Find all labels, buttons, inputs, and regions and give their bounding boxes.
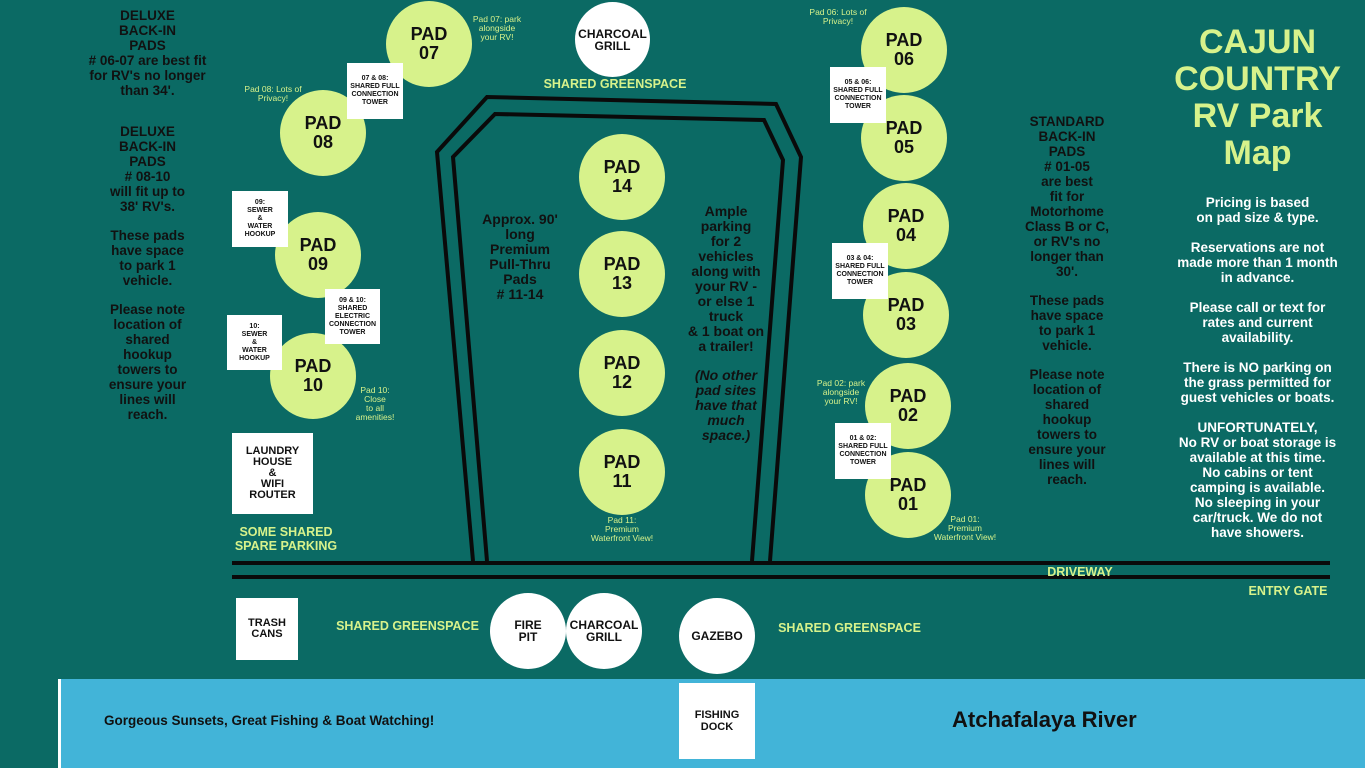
pad-06[interactable]: PAD 06	[861, 7, 947, 93]
charcoal-grill-top: CHARCOAL GRILL	[575, 2, 650, 77]
tower-05-06: 05 & 06: SHARED FULL CONNECTION TOWER	[830, 67, 886, 123]
pad-01-note: Pad 01: Premium Waterfront View!	[933, 514, 997, 542]
deluxe-0607-note: DELUXE BACK-IN PADS # 06-07 are best fit…	[88, 8, 207, 98]
tower-07-08: 07 & 08: SHARED FULL CONNECTION TOWER	[347, 63, 403, 119]
pad-14[interactable]: PAD 14	[579, 134, 665, 220]
pad-11-note: Pad 11: Premium Waterfront View!	[590, 515, 654, 543]
pad-08-note: Pad 08: Lots of Privacy!	[244, 84, 302, 103]
fire-pit: FIRE PIT	[490, 593, 566, 669]
greenspace-top-label: SHARED GREENSPACE	[543, 77, 687, 91]
tower-03-04: 03 & 04: SHARED FULL CONNECTION TOWER	[832, 243, 888, 299]
pad-12[interactable]: PAD 12	[579, 330, 665, 416]
tower-10: 10: SEWER & WATER HOOKUP	[227, 315, 282, 370]
pad-06-note: Pad 06: Lots of Privacy!	[809, 7, 867, 26]
charcoal-grill-bottom: CHARCOAL GRILL	[566, 593, 642, 669]
pad-07-note: Pad 07: park alongside your RV!	[472, 14, 522, 42]
river-name: Atchafalaya River	[952, 707, 1137, 732]
standard-space-note: These pads have space to park 1 vehicle.	[1029, 293, 1105, 353]
tower-09: 09: SEWER & WATER HOOKUP	[232, 191, 288, 247]
pricing-info: Pricing is based on pad size & type. Res…	[1177, 195, 1338, 540]
map-title: CAJUN COUNTRY RV Park Map	[1174, 23, 1341, 172]
greenspace-left-label: SHARED GREENSPACE	[336, 619, 479, 633]
fishing-dock: FISHING DOCK	[679, 683, 755, 759]
pad-11[interactable]: PAD 11	[579, 429, 665, 515]
pad-02-note: Pad 02: park alongside your RV!	[816, 378, 866, 406]
tower-09-10: 09 & 10: SHARED ELECTRIC CONNECTION TOWE…	[325, 289, 380, 344]
driveway-label: DRIVEWAY	[1047, 565, 1113, 579]
river-tagline: Gorgeous Sunsets, Great Fishing & Boat W…	[104, 713, 435, 728]
laundry-house: LAUNDRY HOUSE & WIFI ROUTER	[232, 433, 313, 514]
trash-cans: TRASH CANS	[236, 598, 298, 660]
pad-10-note: Pad 10: Close to all amenities!	[355, 385, 395, 422]
greenspace-right-label: SHARED GREENSPACE	[778, 621, 921, 635]
pad-10[interactable]: PAD 10	[270, 333, 356, 419]
deluxe-0810-note: DELUXE BACK-IN PADS # 08-10 will fit up …	[110, 124, 185, 214]
parking-note: Ample parking for 2 vehicles along with …	[687, 203, 765, 354]
left-hookup-note: Please note location of shared hookup to…	[108, 302, 187, 422]
no-other-note: (No other pad sites have that much space…	[694, 367, 758, 443]
gazebo: GAZEBO	[679, 598, 755, 674]
left-space-note: These pads have space to park 1 vehicle.	[110, 228, 185, 288]
standard-pads-note: STANDARD BACK-IN PADS # 01-05 are best f…	[1024, 114, 1110, 279]
spare-parking-label: SOME SHARED SPARE PARKING	[234, 525, 338, 553]
premium-pads-note: Approx. 90' long Premium Pull-Thru Pads …	[482, 211, 558, 302]
standard-hookup-note: Please note location of shared hookup to…	[1028, 367, 1106, 487]
tower-01-02: 01 & 02: SHARED FULL CONNECTION TOWER	[835, 423, 891, 479]
pad-13[interactable]: PAD 13	[579, 231, 665, 317]
entry-gate-label: ENTRY GATE	[1248, 584, 1328, 598]
pad-09[interactable]: PAD 09	[275, 212, 361, 298]
